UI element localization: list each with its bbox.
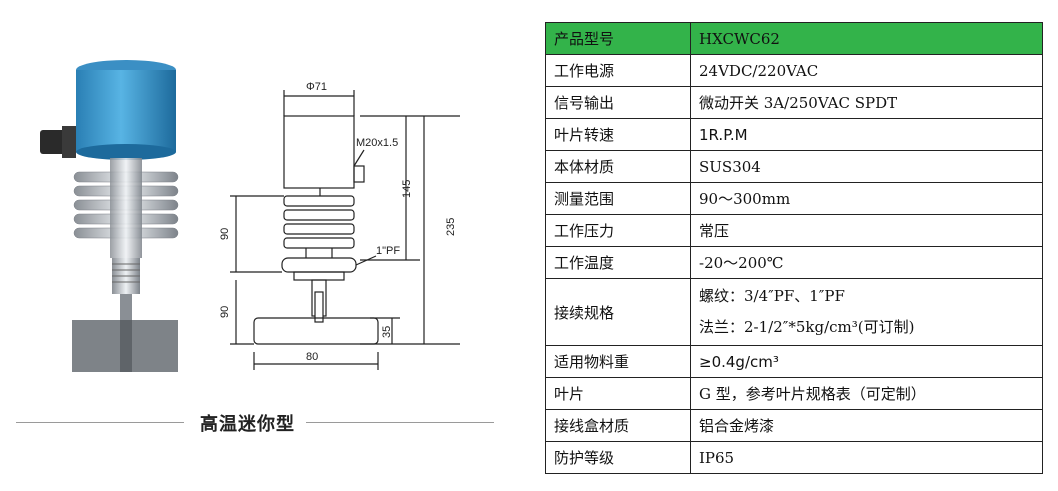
dim-blade-height: 35 <box>381 326 393 338</box>
spec-value: -20～200℃ <box>690 246 1043 279</box>
divider <box>16 422 184 423</box>
connection-flange: 法兰：2-1/2″*5kg/cm³(可订制) <box>699 318 915 336</box>
spec-label: 产品型号 <box>545 22 691 55</box>
spec-label: 叶片转速 <box>545 118 691 151</box>
spec-value-connection: 螺纹：3/4″PF、1″PF 法兰：2-1/2″*5kg/cm³(可订制) <box>690 278 1043 346</box>
spec-label: 工作温度 <box>545 246 691 279</box>
spec-value: 铝合金烤漆 <box>690 409 1043 442</box>
table-row: 工作压力 常压 <box>545 214 1043 247</box>
table-row: 叶片 G 型，参考叶片规格表（可定制） <box>545 377 1043 410</box>
dim-process-thread: 1"PF <box>376 245 400 257</box>
spec-value: 90～300mm <box>690 182 1043 215</box>
spec-value: G 型，参考叶片规格表（可定制） <box>690 377 1043 410</box>
dim-height-fins: 90 <box>219 228 231 240</box>
spec-label: 适用物料重 <box>545 345 691 378</box>
dim-height-upper: 145 <box>401 180 413 198</box>
dim-height-total: 235 <box>445 218 457 236</box>
product-figure: Φ71 M20x1.5 145 235 90 90 1"PF 35 80 高温迷… <box>0 0 520 491</box>
dim-height-lower: 90 <box>219 306 231 318</box>
spec-label: 叶片 <box>545 377 691 410</box>
table-row: 产品型号 HXCWC62 <box>545 22 1043 55</box>
table-row: 接线盒材质 铝合金烤漆 <box>545 409 1043 442</box>
spec-label: 测量范围 <box>545 182 691 215</box>
spec-label: 本体材质 <box>545 150 691 183</box>
spec-value: IP65 <box>690 441 1043 474</box>
dimension-drawing: Φ71 M20x1.5 145 235 90 90 1"PF 35 80 <box>219 81 460 370</box>
connection-thread: 螺纹：3/4″PF、1″PF <box>699 287 845 305</box>
table-row: 工作温度 -20～200℃ <box>545 246 1043 279</box>
spec-label: 防护等级 <box>545 441 691 474</box>
table-row: 本体材质 SUS304 <box>545 150 1043 183</box>
spec-table: 产品型号 HXCWC62 工作电源 24VDC/220VAC 信号输出 微动开关… <box>545 22 1043 474</box>
table-row: 信号输出 微动开关 3A/250VAC SPDT <box>545 86 1043 119</box>
spec-value: HXCWC62 <box>690 22 1043 55</box>
spec-label: 接续规格 <box>545 278 691 346</box>
dim-blade-width: 80 <box>306 351 318 363</box>
table-row: 适用物料重 ≥0.4g/cm³ <box>545 345 1043 378</box>
spec-value: SUS304 <box>690 150 1043 183</box>
spec-value: 24VDC/220VAC <box>690 54 1043 87</box>
spec-label: 接线盒材质 <box>545 409 691 442</box>
spec-value: 微动开关 3A/250VAC SPDT <box>690 86 1043 119</box>
spec-label: 工作压力 <box>545 214 691 247</box>
spec-value: 1R.P.M <box>690 118 1043 151</box>
product-photo <box>40 60 179 372</box>
dim-diameter: Φ71 <box>306 81 327 93</box>
table-row: 防护等级 IP65 <box>545 441 1043 474</box>
table-row: 工作电源 24VDC/220VAC <box>545 54 1043 87</box>
spec-label: 信号输出 <box>545 86 691 119</box>
spec-value: ≥0.4g/cm³ <box>690 345 1043 378</box>
dim-thread: M20x1.5 <box>356 137 398 149</box>
figure-caption: 高温迷你型 <box>200 414 295 435</box>
spec-label: 工作电源 <box>545 54 691 87</box>
spec-value: 常压 <box>690 214 1043 247</box>
figure-caption-row: 高温迷你型 <box>16 408 494 438</box>
table-row: 接续规格 螺纹：3/4″PF、1″PF 法兰：2-1/2″*5kg/cm³(可订… <box>545 278 1043 346</box>
table-row: 叶片转速 1R.P.M <box>545 118 1043 151</box>
divider <box>306 422 494 423</box>
table-row: 测量范围 90～300mm <box>545 182 1043 215</box>
